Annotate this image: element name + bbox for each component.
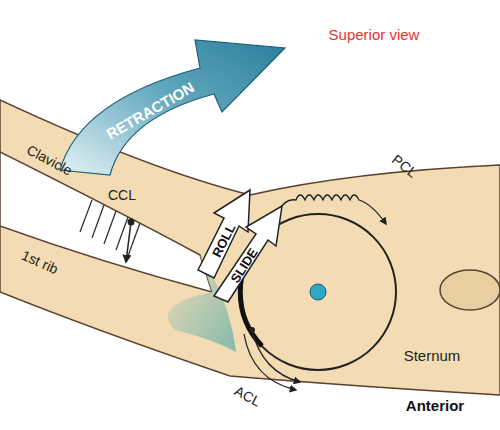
ligament-label: ACL <box>232 383 264 410</box>
direction-label: Anterior <box>406 397 464 414</box>
bone-label: Sternum <box>404 347 461 364</box>
view-label: Superior view <box>329 26 420 43</box>
ligament-label: CCL <box>108 187 136 203</box>
